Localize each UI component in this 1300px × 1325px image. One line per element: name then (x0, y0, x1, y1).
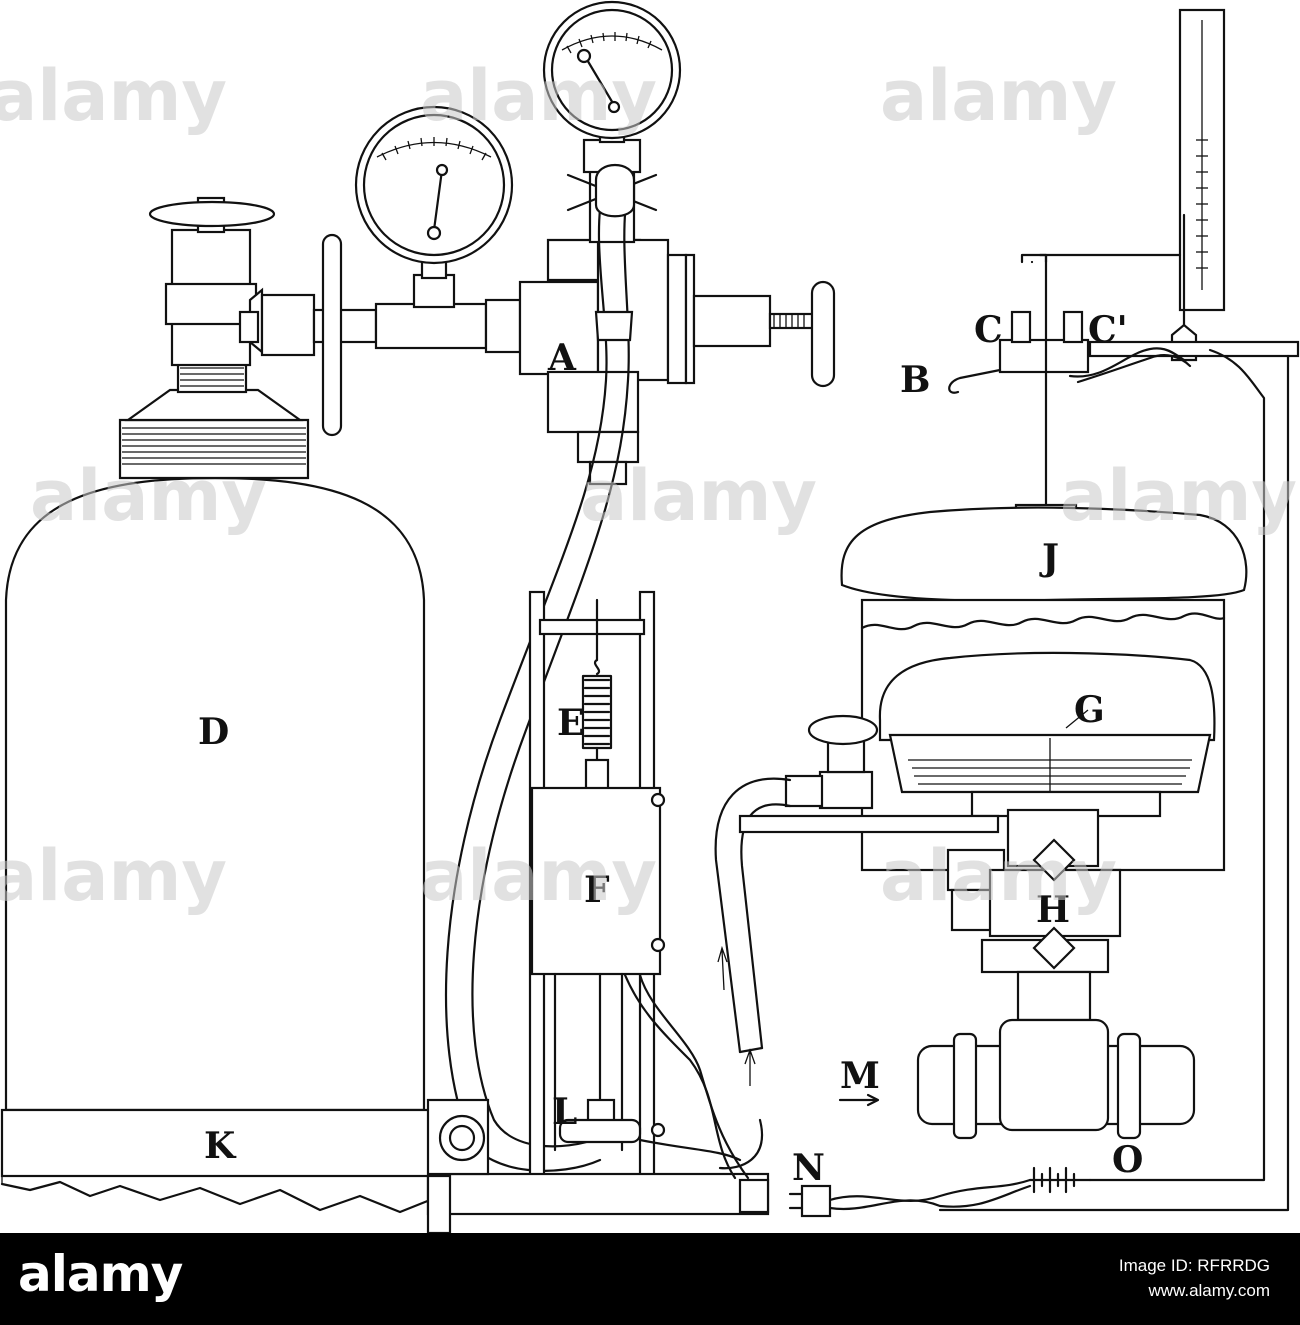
label-c: C (974, 309, 1003, 351)
watermark-text: alamy (580, 455, 817, 537)
label-m: M (840, 1055, 880, 1097)
label-l: L (552, 1091, 577, 1133)
support-bar (0, 1098, 490, 1233)
watermark-text: alamy (420, 55, 657, 137)
watermark: alamy alamy alamy alamy alamy alamy alam… (0, 55, 1297, 917)
watermark-text: alamy (420, 835, 657, 917)
label-h: H (1036, 889, 1070, 931)
footer-logo: alamy (18, 1245, 183, 1303)
stock-footer-bar: alamy Image ID: RFRRDG www.alamy.com (0, 1233, 1300, 1325)
watermark-text: alamy (880, 835, 1117, 917)
diagram-labels: A B C C' D E F G H J K L M N O (198, 309, 1143, 1189)
watermark-text: alamy (30, 455, 267, 537)
label-d: D (198, 711, 229, 753)
label-c-prime: C' (1088, 309, 1128, 351)
watermark-text: alamy (880, 55, 1117, 137)
label-f: F (584, 869, 610, 911)
label-e: E (557, 702, 584, 744)
pressure-gauge-left (354, 105, 514, 265)
label-n: N (792, 1147, 825, 1189)
valve-stand (426, 590, 770, 1233)
label-b: B (900, 359, 930, 401)
label-o: O (1112, 1139, 1143, 1181)
thermostat-unit (714, 8, 1300, 1218)
gas-hose (444, 164, 636, 1172)
pressure-gauge-top (542, 0, 682, 140)
image-id-text: Image ID: RFRRDG (1118, 1256, 1270, 1275)
watermark-text: alamy (0, 55, 227, 137)
label-g: G (1074, 689, 1105, 731)
watermark-text: alamy (0, 835, 227, 917)
footer-info: Image ID: RFRRDG www.alamy.com (1119, 1253, 1270, 1303)
site-url-text: www.alamy.com (1148, 1281, 1270, 1300)
regulator-assembly (260, 118, 836, 486)
label-k: K (204, 1125, 237, 1167)
label-j: J (1039, 537, 1059, 579)
gas-cylinder (4, 196, 426, 1112)
apparatus-diagram: A B C C' D E F G H J K L M N O alamy ala… (0, 0, 1300, 1233)
label-a: A (547, 337, 577, 379)
watermark-text: alamy (1060, 455, 1297, 537)
